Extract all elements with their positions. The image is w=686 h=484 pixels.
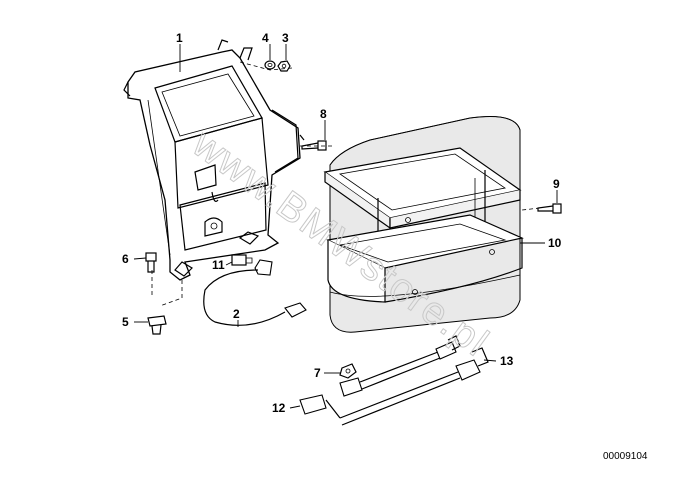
catalog-number: 00009104 xyxy=(603,451,648,462)
callout-13: 13 xyxy=(500,354,514,368)
callout-labels: 1 2 3 4 5 6 7 8 9 10 11 12 13 xyxy=(122,31,562,415)
callout-1: 1 xyxy=(176,31,183,45)
clip-part-5 xyxy=(147,315,167,335)
leader-lines xyxy=(133,44,558,409)
nut-part-3 xyxy=(277,60,291,72)
callout-3: 3 xyxy=(282,31,289,45)
callout-6: 6 xyxy=(122,252,129,266)
callout-10: 10 xyxy=(548,236,562,250)
callout-11: 11 xyxy=(212,258,225,272)
bolt-part-8 xyxy=(301,140,327,151)
callout-7: 7 xyxy=(314,366,321,380)
mounting-bracket xyxy=(123,39,305,281)
callout-4: 4 xyxy=(262,31,269,45)
callout-5: 5 xyxy=(122,315,129,329)
screw-part-6 xyxy=(145,252,157,273)
grommet-part-7 xyxy=(339,363,357,379)
callout-2: 2 xyxy=(233,307,240,321)
callout-12: 12 xyxy=(272,401,286,415)
washer-part-4 xyxy=(264,60,276,70)
callout-9: 9 xyxy=(553,177,560,191)
assembly-lines xyxy=(151,61,541,307)
cable-part-12 xyxy=(299,347,489,426)
cable-part-2 xyxy=(203,259,307,326)
cable-part-13 xyxy=(339,335,461,397)
battery-holder-frame xyxy=(323,147,524,303)
callout-8: 8 xyxy=(320,107,327,121)
connector-part-11 xyxy=(231,254,253,266)
bolt-part-9 xyxy=(537,203,562,214)
